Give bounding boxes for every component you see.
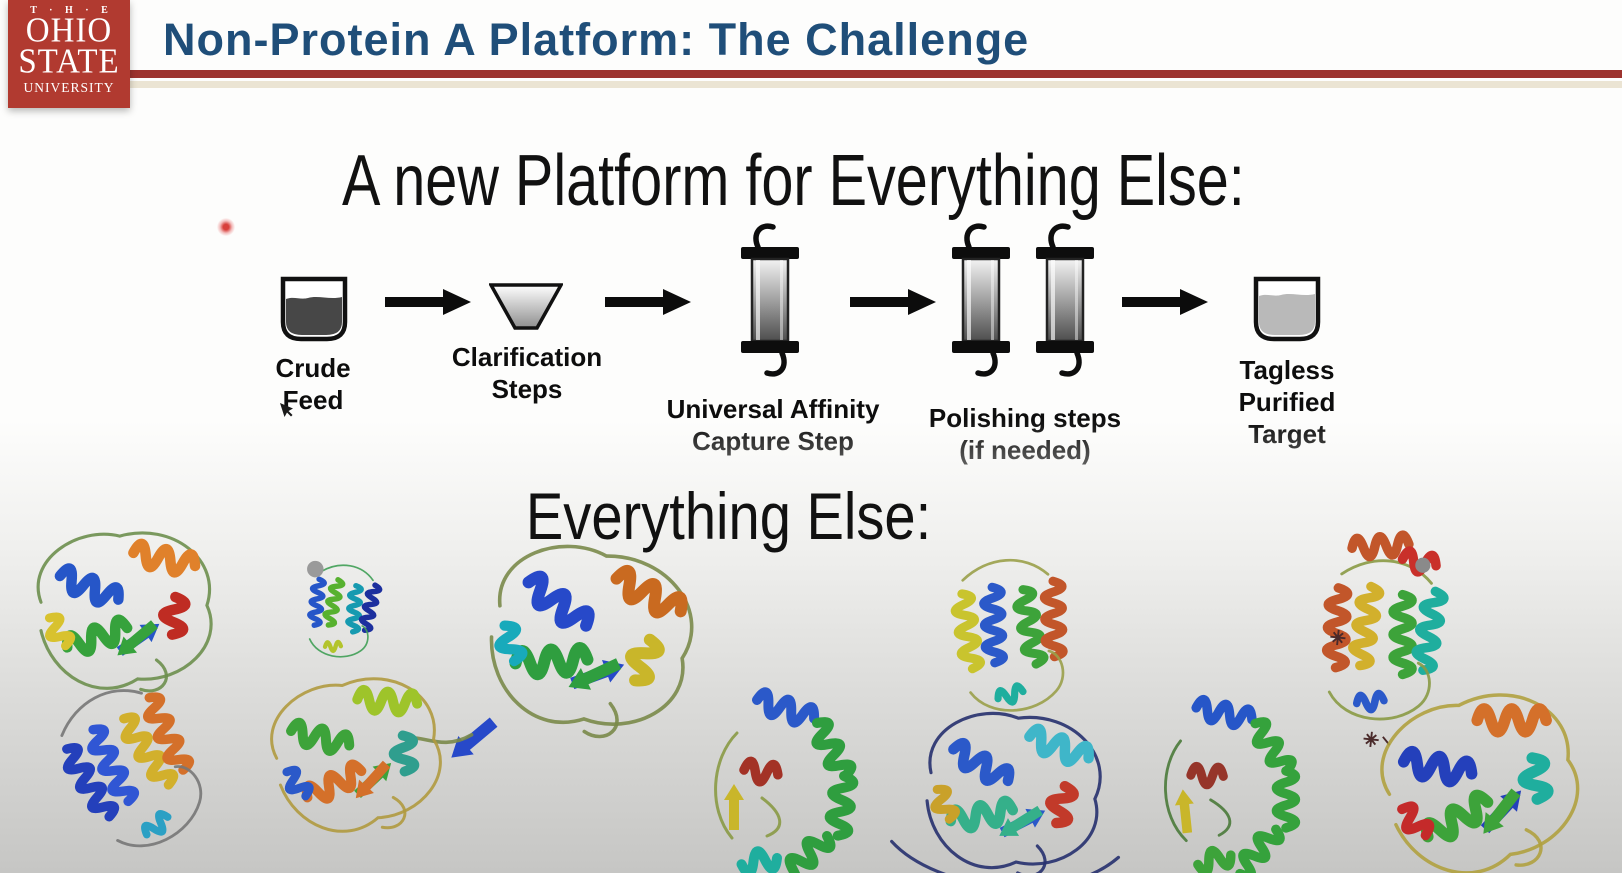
mouse-cursor-icon [280,403,293,417]
protein-structure-icon [1313,527,1451,748]
protein-structure-icon [406,515,708,767]
flow-arrow-icon [385,289,471,315]
protein-structure-icon [265,670,449,842]
laser-pointer-dot-icon [217,218,235,236]
everything-else-heading: Everything Else: [525,479,932,553]
osu-logo: T · H · E OHIO STATE UNIVERSITY [8,0,130,108]
protein-structure-icon [716,690,854,873]
protein-structure-icon [1371,681,1592,873]
clarification-label: Clarification Steps [451,342,603,404]
protein-structure-icon [1156,689,1306,873]
protein-structure-icon [38,533,211,691]
platform-heading: A new Platform for Everything Else: [342,141,1245,221]
protein-structure-icon [890,700,1121,873]
logo-university-line: UNIVERSITY [23,80,115,96]
header-rule-cream [126,81,1622,88]
logo-state-line: STATE [18,42,120,81]
beaker-dark-icon [280,276,348,342]
flow-arrow-icon [1122,289,1208,315]
flow-arrow-icon [605,289,691,315]
metal-ion-sphere-icon [1415,557,1431,573]
protein-structure-icon [43,671,220,865]
header-rule-red [126,70,1622,78]
crude-feed-label: Crude Feed [275,353,351,415]
slide-title: Non-Protein A Platform: The Challenge [163,14,1030,65]
metal-ion-sphere-icon [307,560,324,578]
funnel-icon [489,283,563,330]
logo-ohio-line: OHIO [25,12,113,50]
protein-structure-icon [293,559,383,662]
logo-the-line: T · H · E [30,5,113,16]
flow-arrow-icon [850,289,936,315]
protein-structure-icon [951,557,1071,715]
beaker-light-icon [1253,276,1321,342]
